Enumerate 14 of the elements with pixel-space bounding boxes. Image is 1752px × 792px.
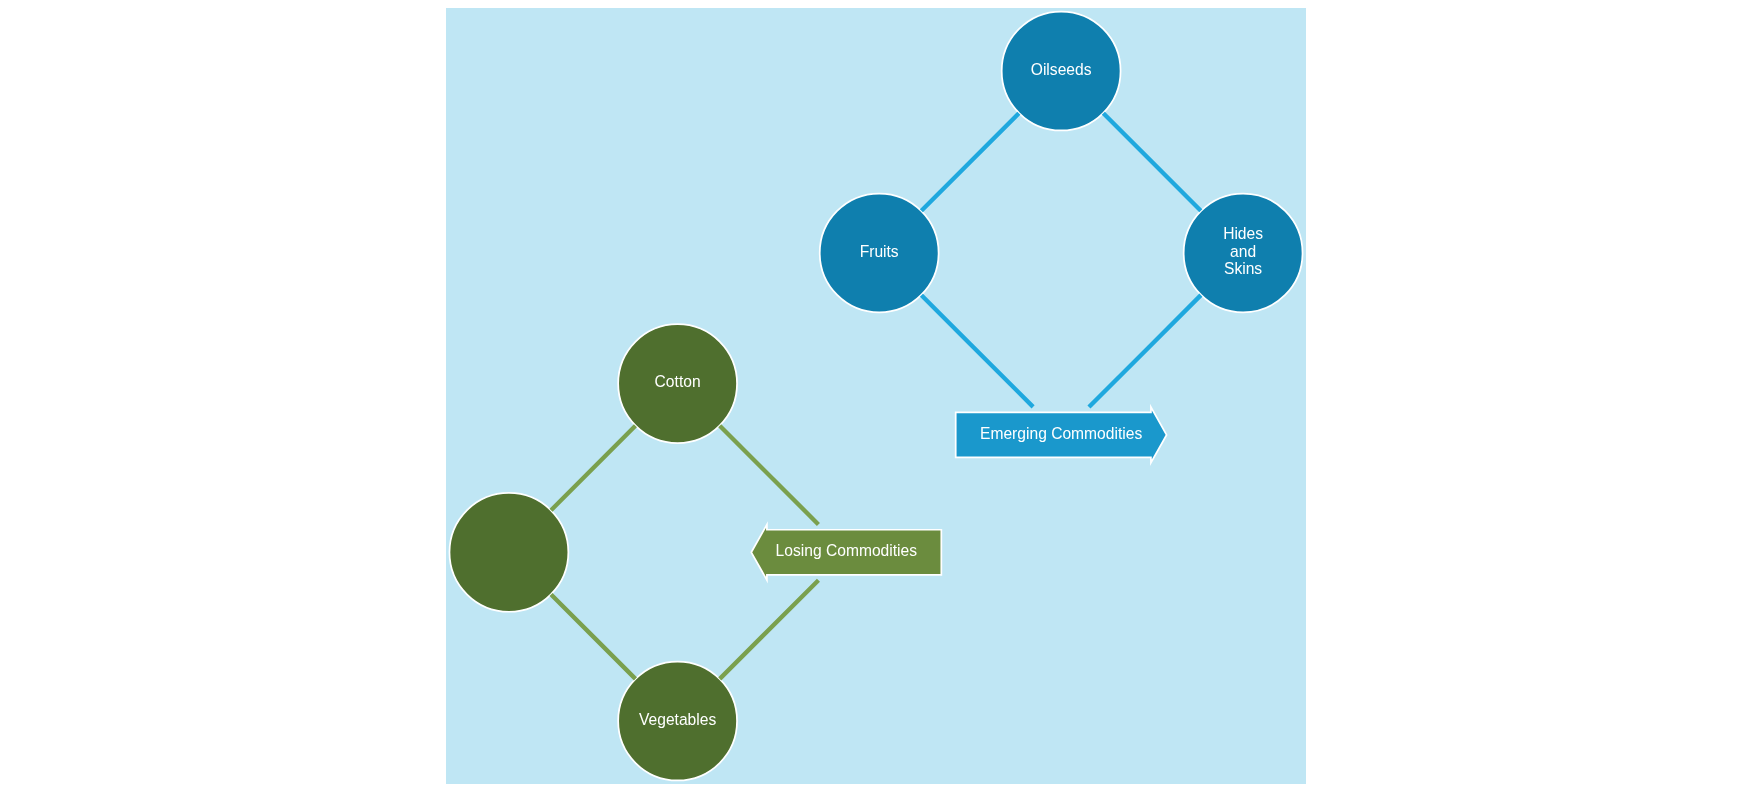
node-circle [448,492,570,613]
connector [919,293,1035,409]
node-circle: Cotton [617,323,738,444]
connector [1101,111,1203,213]
node-circle: Vegetables [617,660,738,782]
connector [1087,293,1203,409]
node-circle: Hides and Skins [1182,192,1304,314]
connector [549,424,637,512]
connector [718,578,820,681]
node-circle: Fruits [818,192,940,314]
connector [919,111,1021,213]
connector [549,592,637,681]
node-circle: Oilseeds [1000,10,1122,132]
connector [718,424,820,526]
